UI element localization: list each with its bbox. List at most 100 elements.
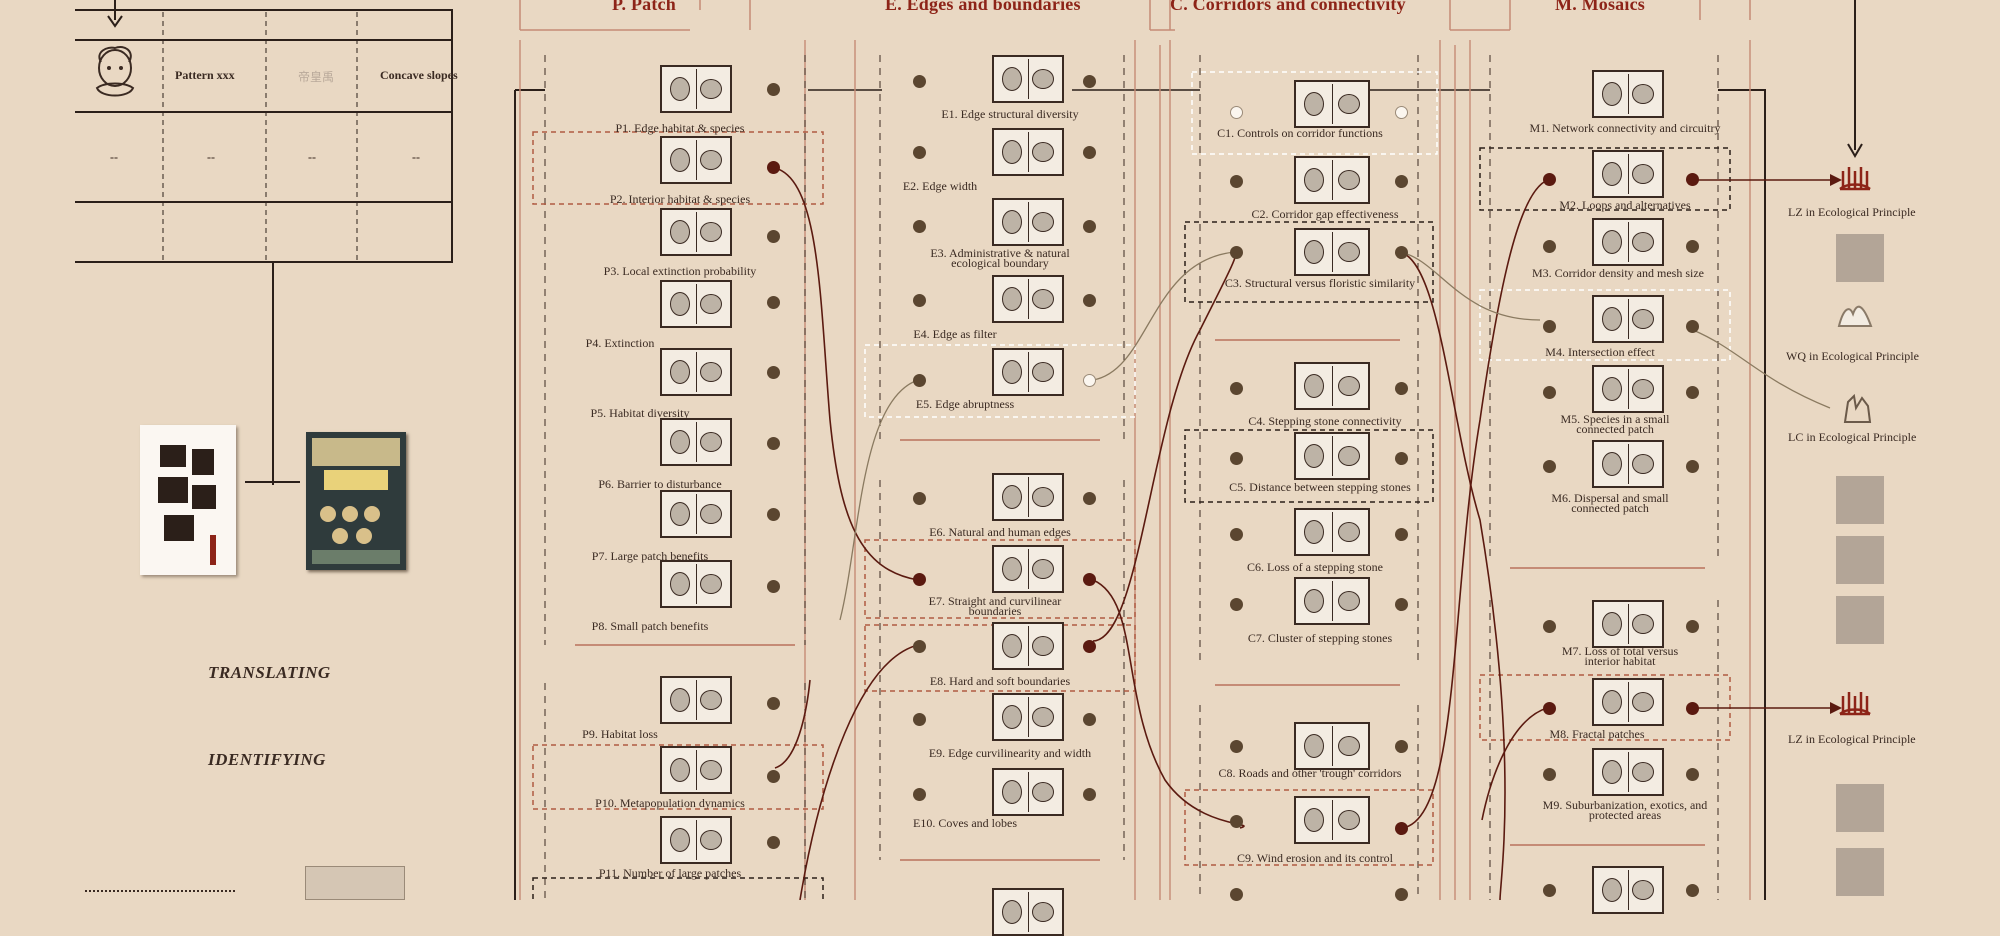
node-c3b[interactable] [1395, 246, 1408, 259]
node-m7b[interactable] [1686, 620, 1699, 633]
pattern-label-e10[interactable]: E10. Coves and lobes [913, 816, 1017, 830]
pattern-label-c5[interactable]: C5. Distance between stepping stones [1229, 480, 1411, 494]
node-p2[interactable] [767, 161, 780, 174]
pattern-label-m8[interactable]: M8. Fractal patches [1549, 727, 1645, 741]
pattern-label-c2[interactable]: C2. Corridor gap effectiveness [1251, 207, 1399, 221]
pattern-label-c4[interactable]: C4. Stepping stone connectivity [1248, 414, 1402, 428]
pattern-label-p11[interactable]: P11. Number of large patches [598, 866, 742, 880]
node-c7b[interactable] [1395, 598, 1408, 611]
node-c9a[interactable] [1230, 815, 1243, 828]
node-c1b[interactable] [1395, 106, 1408, 119]
pattern-label-m6[interactable]: M6. Dispersal and small connected patch [1551, 491, 1669, 515]
pattern-label-m2[interactable]: M2. Loops and alternatives [1559, 198, 1691, 212]
node-m6a[interactable] [1543, 460, 1556, 473]
node-c2a[interactable] [1230, 175, 1243, 188]
pattern-label-e5[interactable]: E5. Edge abruptness [915, 397, 1015, 411]
node-e2a[interactable] [913, 146, 926, 159]
pattern-label-c1[interactable]: C1. Controls on corridor functions [1217, 126, 1383, 140]
pattern-label-c8[interactable]: C8. Roads and other 'trough' corridors [1218, 766, 1402, 780]
node-c6a[interactable] [1230, 528, 1243, 541]
node-e2b[interactable] [1083, 146, 1096, 159]
node-c3a[interactable] [1230, 246, 1243, 259]
pattern-label-e6[interactable]: E6. Natural and human edges [929, 525, 1071, 539]
pattern-label-e1[interactable]: E1. Edge structural diversity [941, 107, 1079, 121]
node-c10b[interactable] [1395, 888, 1408, 901]
node-e6b[interactable] [1083, 492, 1096, 505]
pattern-label-m7[interactable]: M7. Loss of total versus interior habita… [1561, 644, 1679, 668]
node-c8b[interactable] [1395, 740, 1408, 753]
node-p5[interactable] [767, 366, 780, 379]
node-m2b[interactable] [1686, 173, 1699, 186]
node-m3b[interactable] [1686, 240, 1699, 253]
pattern-label-m5[interactable]: M5. Species in a small connected patch [1560, 412, 1670, 436]
node-p11[interactable] [767, 836, 780, 849]
node-e4a[interactable] [913, 294, 926, 307]
node-e7b[interactable] [1083, 573, 1096, 586]
node-e1b[interactable] [1083, 75, 1096, 88]
node-c1a[interactable] [1230, 106, 1243, 119]
pattern-label-e3[interactable]: E3. Administrative & natural ecological … [930, 246, 1070, 270]
node-c2b[interactable] [1395, 175, 1408, 188]
pattern-label-e2[interactable]: E2. Edge width [902, 179, 978, 193]
pattern-label-p2[interactable]: P2. Interior habitat & species [609, 192, 751, 206]
principle-lc[interactable]: LC in Ecological Principle [1788, 430, 1917, 444]
node-m9a[interactable] [1543, 768, 1556, 781]
node-m7a[interactable] [1543, 620, 1556, 633]
pattern-label-p10[interactable]: P10. Metapopulation dynamics [595, 796, 745, 810]
node-e3a[interactable] [913, 220, 926, 233]
node-c10a[interactable] [1230, 888, 1243, 901]
node-e7a[interactable] [913, 573, 926, 586]
pattern-label-p7[interactable]: P7. Large patch benefits [591, 549, 709, 563]
node-p10[interactable] [767, 770, 780, 783]
node-c6b[interactable] [1395, 528, 1408, 541]
node-e9a[interactable] [913, 713, 926, 726]
node-p9[interactable] [767, 697, 780, 710]
node-c4b[interactable] [1395, 382, 1408, 395]
pattern-label-m9[interactable]: M9. Suburbanization, exotics, and protec… [1542, 798, 1708, 822]
pattern-label-p6[interactable]: P6. Barrier to disturbance [598, 477, 722, 491]
pattern-label-p9[interactable]: P9. Habitat loss [582, 727, 658, 741]
principle-wq[interactable]: WQ in Ecological Principle [1786, 349, 1919, 363]
node-e4b[interactable] [1083, 294, 1096, 307]
node-p6[interactable] [767, 437, 780, 450]
node-m4a[interactable] [1543, 320, 1556, 333]
node-c4a[interactable] [1230, 382, 1243, 395]
pattern-label-c6[interactable]: C6. Loss of a stepping stone [1247, 560, 1383, 574]
principle-lz-1[interactable]: LZ in Ecological Principle [1788, 205, 1916, 219]
pattern-label-p1[interactable]: P1. Edge habitat & species [615, 121, 745, 135]
pattern-label-c3[interactable]: C3. Structural versus floristic similari… [1224, 276, 1416, 290]
pattern-label-m4[interactable]: M4. Intersection effect [1545, 345, 1655, 359]
pattern-label-c7[interactable]: C7. Cluster of stepping stones [1247, 631, 1393, 645]
node-m4b[interactable] [1686, 320, 1699, 333]
node-e5a[interactable] [913, 374, 926, 387]
pattern-label-e9[interactable]: E9. Edge curvilinearity and width [928, 746, 1092, 760]
node-c7a[interactable] [1230, 598, 1243, 611]
node-e10b[interactable] [1083, 788, 1096, 801]
node-m9b[interactable] [1686, 768, 1699, 781]
node-m6b[interactable] [1686, 460, 1699, 473]
pattern-label-m1[interactable]: M1. Network connectivity and circuitry [1529, 121, 1721, 135]
node-e8b[interactable] [1083, 640, 1096, 653]
node-c5a[interactable] [1230, 452, 1243, 465]
node-e6a[interactable] [913, 492, 926, 505]
node-m2a[interactable] [1543, 173, 1556, 186]
node-m8a[interactable] [1543, 702, 1556, 715]
node-c9b[interactable] [1395, 822, 1408, 835]
node-e5b[interactable] [1083, 374, 1096, 387]
node-m5b[interactable] [1686, 386, 1699, 399]
principle-lz-2[interactable]: LZ in Ecological Principle [1788, 732, 1916, 746]
pattern-label-e7[interactable]: E7. Straight and curvilinear boundaries [928, 594, 1062, 618]
node-m5a[interactable] [1543, 386, 1556, 399]
node-e9b[interactable] [1083, 713, 1096, 726]
pattern-label-p4[interactable]: P4. Extinction [585, 336, 655, 350]
node-p8[interactable] [767, 580, 780, 593]
pattern-label-m3[interactable]: M3. Corridor density and mesh size [1532, 266, 1704, 280]
node-p3[interactable] [767, 230, 780, 243]
node-m10a[interactable] [1543, 884, 1556, 897]
pattern-label-c9[interactable]: C9. Wind erosion and its control [1237, 851, 1393, 865]
node-e3b[interactable] [1083, 220, 1096, 233]
node-c5b[interactable] [1395, 452, 1408, 465]
node-m8b[interactable] [1686, 702, 1699, 715]
node-e10a[interactable] [913, 788, 926, 801]
node-c8a[interactable] [1230, 740, 1243, 753]
